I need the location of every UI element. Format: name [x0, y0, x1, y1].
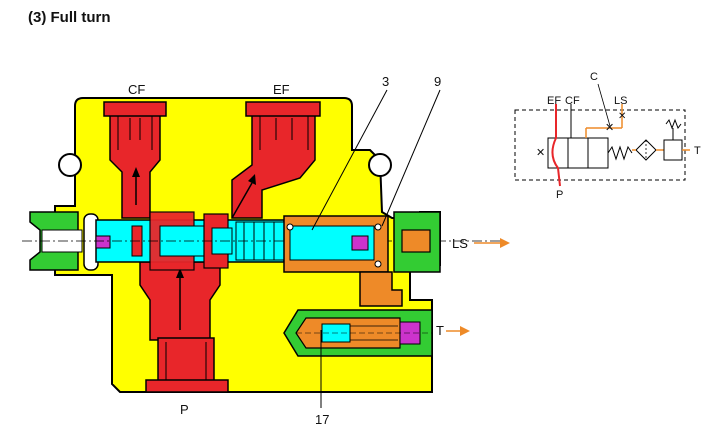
label-cf: CF	[128, 82, 145, 97]
figure-heading: (3) Full turn	[28, 9, 111, 26]
t-outlet-arrow	[446, 326, 470, 336]
p-port-passage	[139, 261, 229, 393]
symbol-label-p: P	[556, 189, 563, 201]
right-end-plug	[393, 211, 441, 273]
svg-text:✕: ✕	[618, 111, 626, 122]
symbol-label-t: T	[694, 145, 701, 157]
label-t: T	[436, 323, 444, 338]
part-number-3: 3	[382, 74, 389, 89]
label-p: P	[180, 402, 189, 417]
mounting-hole-right	[368, 153, 392, 177]
symbol-label-ls: LS	[614, 95, 627, 107]
svg-text:✕: ✕	[536, 147, 545, 159]
part-number-9: 9	[434, 74, 441, 89]
mounting-hole-left	[58, 153, 82, 177]
symbol-label-ef: EF	[547, 95, 561, 107]
label-ef: EF	[273, 82, 290, 97]
svg-text:✕: ✕	[605, 122, 614, 134]
hydraulic-symbol: ✕ ✕ ✕	[514, 83, 690, 187]
label-ls: LS	[452, 236, 468, 251]
relief-valve	[283, 309, 433, 357]
symbol-label-cf: CF	[565, 95, 580, 107]
part-number-17: 17	[315, 412, 329, 427]
ef-port-passage	[231, 101, 321, 219]
symbol-label-c: C	[590, 71, 598, 83]
ls-outlet-arrow	[474, 238, 510, 248]
spring-chamber	[283, 215, 403, 307]
